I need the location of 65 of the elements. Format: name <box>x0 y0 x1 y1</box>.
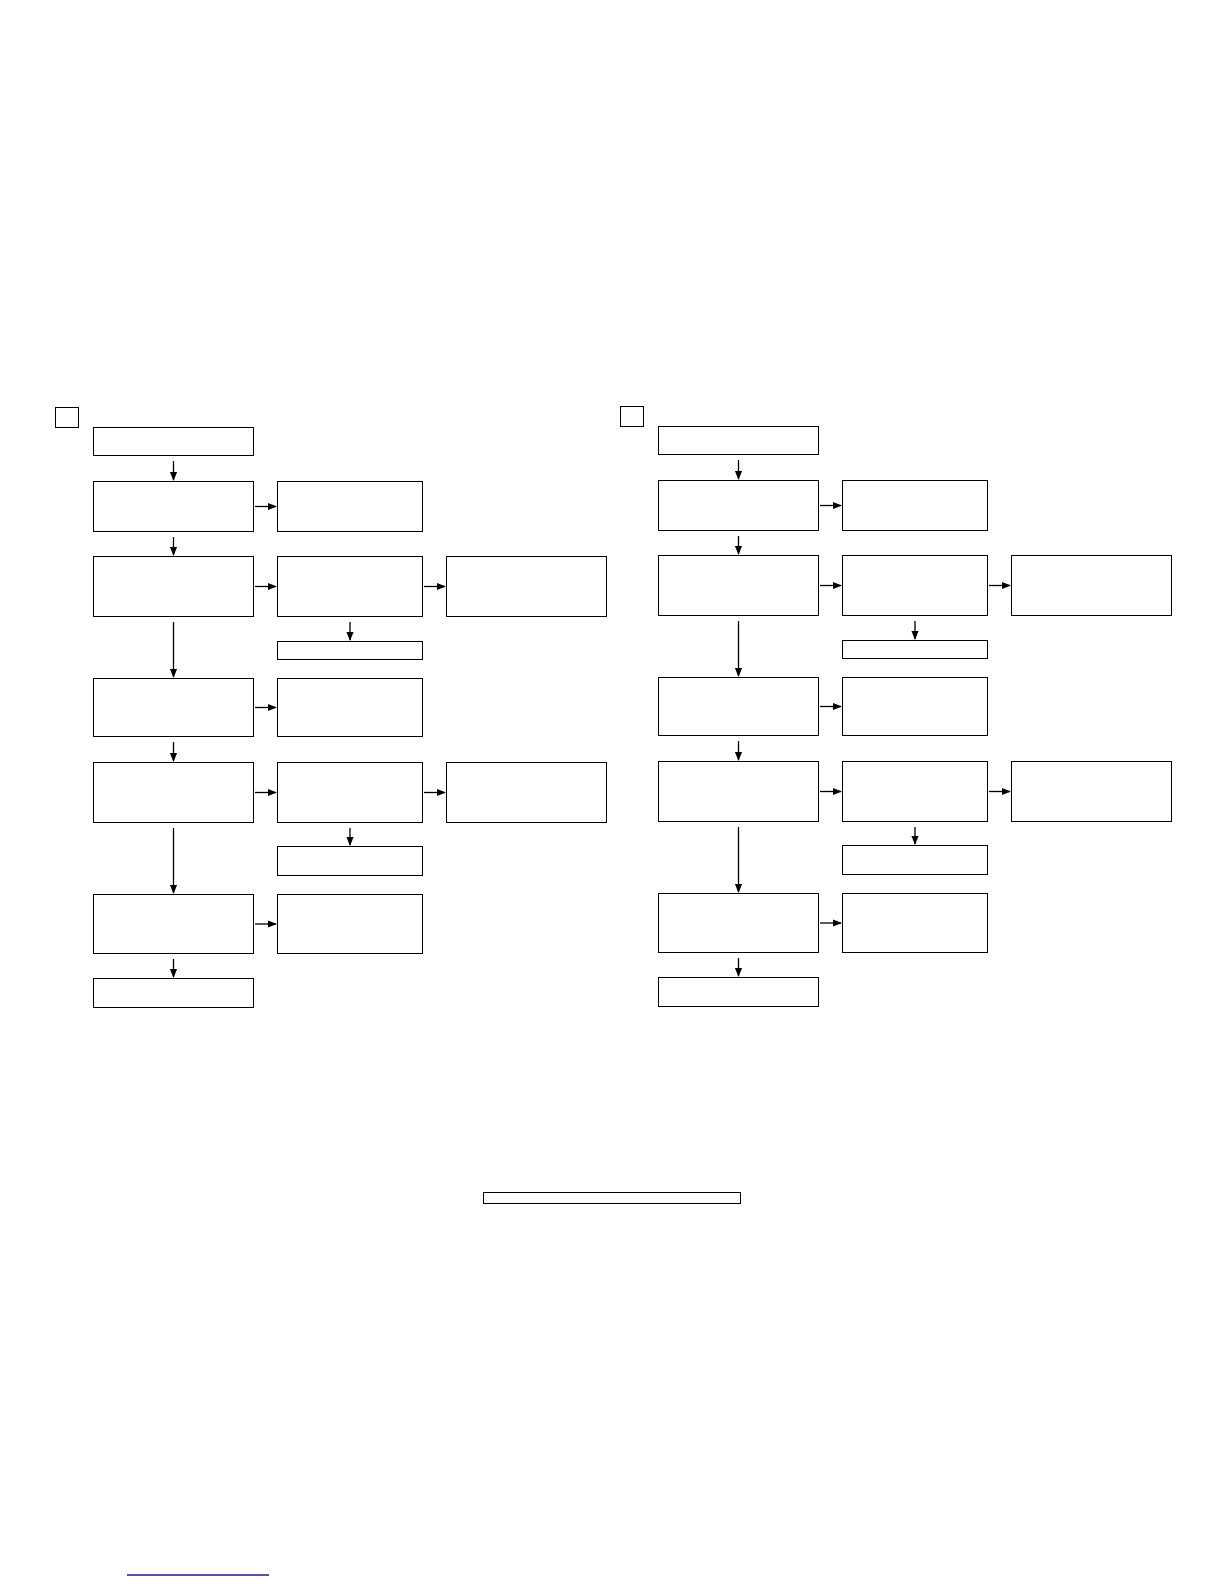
arrow <box>169 460 178 481</box>
arrow <box>819 787 842 796</box>
arrow <box>254 582 277 591</box>
empty-box <box>446 762 607 823</box>
empty-box <box>842 677 988 736</box>
empty-box <box>277 846 423 876</box>
arrow <box>423 582 446 591</box>
empty-box <box>277 894 423 954</box>
arrow <box>346 621 354 641</box>
arrow <box>169 536 178 556</box>
empty-box <box>842 555 988 616</box>
arrow <box>254 502 277 511</box>
arrow <box>988 787 1011 796</box>
arrow <box>169 958 178 978</box>
empty-box <box>277 481 423 532</box>
empty-box <box>93 556 254 617</box>
arrow <box>254 703 277 712</box>
arrow <box>734 957 743 977</box>
empty-box <box>842 761 988 822</box>
empty-box <box>93 481 254 532</box>
empty-box <box>55 407 79 428</box>
empty-box <box>277 556 423 617</box>
empty-box <box>93 894 254 954</box>
empty-box <box>93 978 254 1008</box>
empty-box <box>483 1192 741 1204</box>
arrow <box>734 740 743 761</box>
arrow <box>169 741 178 762</box>
empty-box <box>277 678 423 737</box>
empty-box <box>658 893 819 953</box>
empty-box <box>842 480 988 531</box>
arrow <box>734 459 743 480</box>
arrow <box>169 621 178 678</box>
arrow <box>734 535 743 555</box>
empty-box <box>620 406 644 427</box>
empty-box <box>93 678 254 737</box>
arrow <box>423 788 446 797</box>
empty-box <box>658 977 819 1007</box>
empty-box <box>93 762 254 823</box>
empty-box <box>658 480 819 531</box>
empty-box <box>658 555 819 616</box>
arrow <box>911 620 919 640</box>
empty-box <box>842 640 988 659</box>
empty-box <box>842 845 988 875</box>
empty-box <box>93 427 254 456</box>
empty-box <box>658 761 819 822</box>
empty-box <box>277 641 423 660</box>
arrow <box>169 827 178 894</box>
arrow <box>254 920 277 928</box>
arrow <box>819 702 842 711</box>
arrow <box>819 581 842 590</box>
arrow <box>254 788 277 797</box>
empty-box <box>446 556 607 617</box>
empty-box <box>1011 555 1172 616</box>
arrow <box>819 919 842 927</box>
arrow <box>734 826 743 893</box>
arrow <box>988 581 1011 590</box>
empty-box <box>658 677 819 736</box>
empty-box <box>842 893 988 953</box>
empty-box <box>277 762 423 823</box>
arrow <box>911 826 919 845</box>
empty-box <box>1011 761 1172 822</box>
arrow <box>734 620 743 677</box>
empty-box <box>658 426 819 455</box>
arrow <box>819 501 842 510</box>
arrow <box>346 827 354 846</box>
